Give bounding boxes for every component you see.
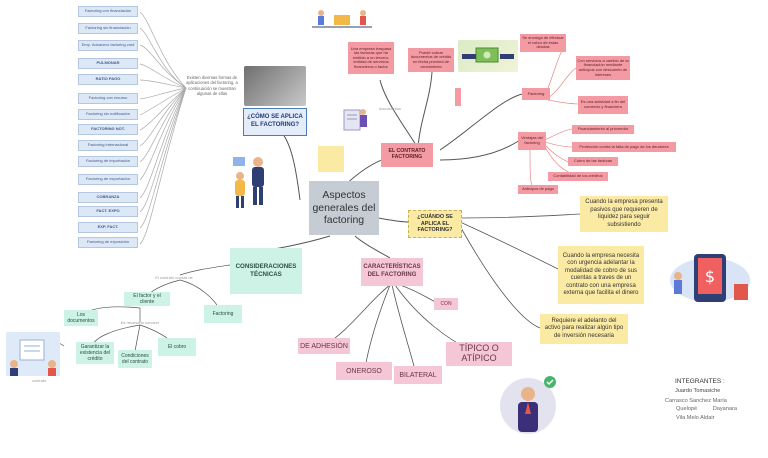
business-people-illustration (228, 152, 278, 210)
list-item: FACTORING NOT. (78, 124, 138, 135)
cobro-mint-box: El cobro (158, 338, 196, 356)
contrato-caption: contrato (31, 378, 47, 383)
contrato-consta-note: El contrato consta de (155, 275, 193, 280)
documentos-box: Los documentos (64, 310, 98, 326)
necesario-conocer-note: Es necesario conocer (120, 320, 160, 325)
caracteristica-item: BILATERAL (394, 366, 442, 384)
mobile-payment-illustration: $ (664, 250, 756, 306)
documentos-caption: documentos (379, 106, 401, 111)
money-exchange-illustration (458, 40, 518, 72)
contrato-small-marker (455, 88, 461, 106)
ventaja-item: Protección contra la falta de pago de lo… (572, 142, 676, 152)
contrato-factoring-node: EL CONTRATO FACTORING (381, 143, 433, 167)
contract-signing-illustration (6, 332, 60, 376)
list-item: Factoring con recurso (78, 93, 138, 104)
como-aplica-note: Existen diversas formas de aplicaciones … (186, 75, 238, 96)
cuando-urgencia-box: Cuando la empresa necesita con urgencia … (558, 246, 644, 304)
ventajas-node: Ventajas del factoring (518, 132, 546, 150)
businessman-check-illustration (498, 372, 560, 440)
yellow-sticky-note (318, 146, 344, 172)
como-se-aplica-node: ¿CÓMO SE APLICA EL FACTORING? (243, 108, 307, 136)
integrantes-title: INTEGRANTES : (675, 378, 725, 385)
factoring-label: Factoring (522, 88, 550, 100)
list-item: Factoring internacional (78, 140, 138, 151)
list-item: COBRANZA (78, 192, 138, 203)
existencia-credito-box: Garantizar la existencia del crédito (76, 342, 114, 364)
list-item: RATIO PAGO (78, 74, 138, 85)
condiciones-box: Condiciones del contrato (118, 350, 152, 368)
cuando-se-aplica-node: ¿CUÁNDO SE APLICA EL FACTORING? (408, 210, 462, 238)
actividad-comercio-box: Es una actividad a fin del comercio y fi… (578, 96, 628, 114)
integrante-name: Juardo Tomasiche (675, 388, 721, 394)
list-item: Factoring de exportación (78, 174, 138, 185)
factor-cliente-box: El factor y el cliente (124, 292, 170, 306)
document-person-illustration (342, 104, 370, 134)
list-item: Factoring de importación (78, 156, 138, 167)
contrato-cobrar-box: Puede cobrar documentos de crédito en fe… (408, 48, 454, 72)
list-item: PULMONAR (78, 58, 138, 69)
consensual-node: CON (434, 298, 458, 310)
ventaja-item: Contabilidad de los créditos (548, 172, 608, 181)
consideraciones-tecnicas-node: CONSIDERACIONES TÉCNICAS (230, 248, 302, 294)
ventaja-item: Anticipos de pago (518, 185, 558, 194)
ventaja-item: Financiamiento al proveedor (572, 125, 634, 134)
servicios-financiacion-box: Con servicios a cambio de la financiació… (576, 56, 630, 80)
contrato-traspasa-box: Una empresa traspasa las facturas que ha… (348, 42, 394, 74)
cuando-pasivos-box: Cuando la empresa presenta pasivos que r… (580, 196, 668, 232)
list-item: Factoring sin notificación (78, 109, 138, 120)
cobro-deudas-box: Se encarga de efectuar el cobro de estas… (520, 34, 566, 52)
caracteristicas-node: CARACTERÍSTICAS DEL FACTORING (361, 258, 423, 286)
list-item: FACT. EXPO (78, 206, 138, 217)
ventaja-item: Cobro de las facturas (568, 157, 618, 166)
caracteristica-item: TÍPICO O ATÍPICO (446, 342, 512, 366)
list-item: Factoring sin financiación (78, 23, 138, 34)
list-item: Emp. Aduanero factoring cmd (78, 40, 138, 51)
buyers-sellers-illustration (312, 7, 372, 29)
caracteristica-item: ONEROSO (336, 362, 392, 380)
list-item: Factoring de exposición (78, 237, 138, 248)
factoring-mint-box: Factoring (204, 305, 242, 323)
svg-text:$: $ (705, 267, 715, 286)
handshake-photo (244, 66, 306, 106)
list-item: Factoring con financiación (78, 6, 138, 17)
central-topic: Aspectos generales del factoring (309, 181, 379, 235)
cuando-inversion-box: Requiere el adelanto del activo para rea… (540, 314, 628, 344)
integrante-name: Vila Melo Aldair (676, 415, 715, 421)
integrante-name: Quelopé Dayanara (676, 406, 737, 412)
caracteristica-item: DE ADHESIÓN (298, 338, 350, 354)
integrante-name: Carrasco Sanchez María (665, 398, 727, 404)
list-item: EXP. FACT. (78, 222, 138, 233)
